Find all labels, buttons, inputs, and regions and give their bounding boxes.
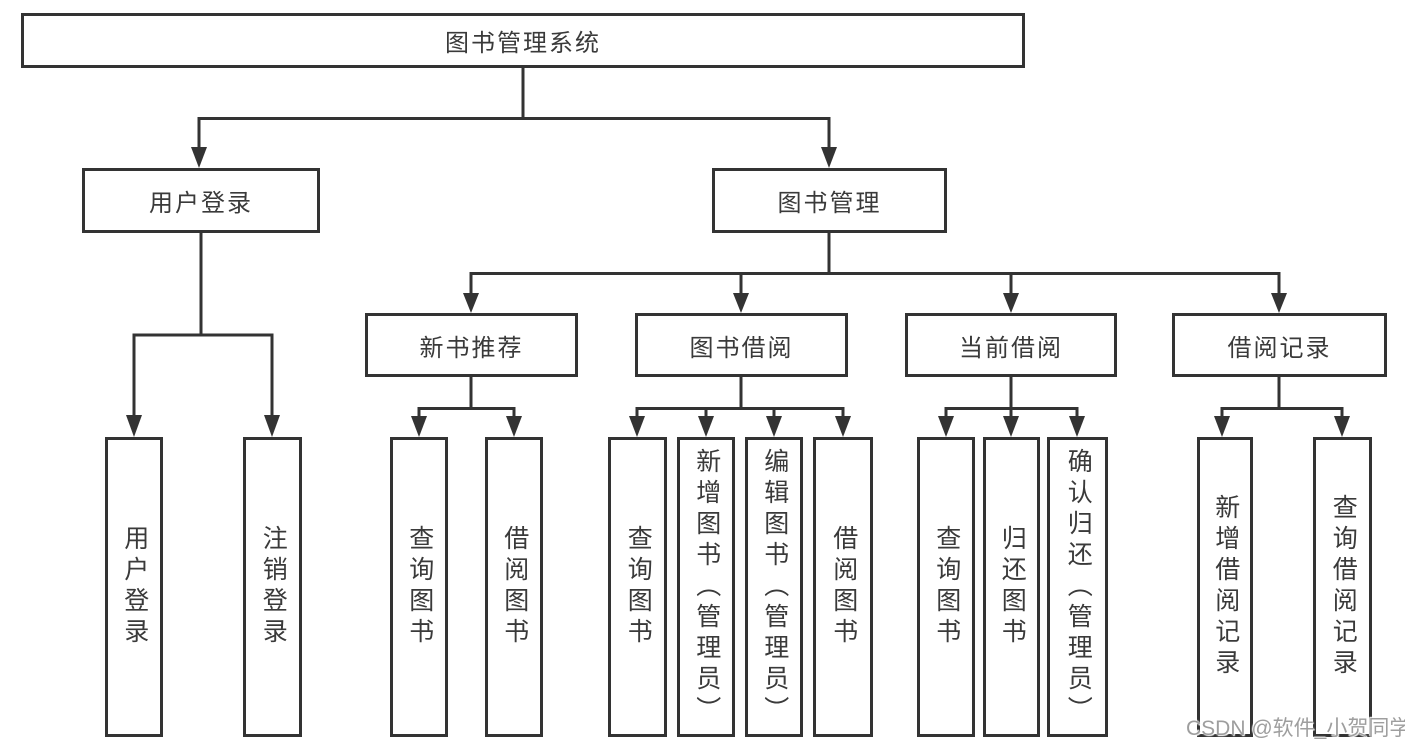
- leaf-query-books-current-label: 查询图书: [932, 525, 961, 649]
- leaf-logout: 注销登录: [243, 437, 302, 737]
- leaf-user-login: 用户登录: [105, 437, 163, 737]
- leaf-add-book-admin: 新增图书（管理员）: [677, 437, 735, 737]
- node-borrowing-records-label: 借阅记录: [1227, 334, 1332, 362]
- leaf-user-login-label: 用户登录: [120, 525, 149, 649]
- node-current-borrowing-label: 当前借阅: [959, 334, 1063, 362]
- node-library-system-label: 图书管理系统: [445, 30, 601, 57]
- leaf-query-books-borrowing-label: 查询图书: [624, 525, 653, 649]
- node-book-borrowing-label: 图书借阅: [689, 334, 794, 362]
- node-book-management: 图书管理: [712, 168, 947, 233]
- leaf-add-borrow-record-label: 新增借阅记录: [1211, 494, 1240, 680]
- node-new-book-recommend-label: 新书推荐: [419, 334, 524, 362]
- leaf-query-books-current: 查询图书: [917, 437, 975, 737]
- arrowheads: [126, 147, 1350, 437]
- leaf-query-books-recommend: 查询图书: [390, 437, 448, 737]
- leaf-borrow-books-borrowing-label: 借阅图书: [829, 525, 858, 649]
- leaf-borrow-books-recommend: 借阅图书: [485, 437, 543, 737]
- leaf-logout-label: 注销登录: [259, 525, 288, 649]
- leaf-query-borrow-record-label: 查询借阅记录: [1329, 494, 1358, 680]
- leaf-return-books: 归还图书: [983, 437, 1040, 737]
- leaf-confirm-return-admin-label: 确认归还（管理员）: [1064, 447, 1093, 727]
- leaf-edit-book-admin-label: 编辑图书（管理员）: [760, 447, 789, 727]
- leaf-add-book-admin-label: 新增图书（管理员）: [692, 447, 721, 727]
- node-library-system: 图书管理系统: [21, 13, 1025, 68]
- node-new-book-recommend: 新书推荐: [365, 313, 578, 377]
- watermark: CSDN @软件_小贺同学: [1186, 717, 1405, 740]
- node-book-management-label: 图书管理: [777, 190, 882, 217]
- leaf-edit-book-admin: 编辑图书（管理员）: [745, 437, 803, 737]
- leaf-query-books-borrowing: 查询图书: [608, 437, 667, 737]
- node-borrowing-records: 借阅记录: [1172, 313, 1387, 377]
- leaf-confirm-return-admin: 确认归还（管理员）: [1047, 437, 1108, 737]
- node-user-login-label: 用户登录: [149, 190, 253, 217]
- leaf-add-borrow-record: 新增借阅记录: [1197, 437, 1253, 737]
- leaf-borrow-books-recommend-label: 借阅图书: [500, 525, 529, 649]
- leaf-query-books-recommend-label: 查询图书: [405, 525, 434, 649]
- node-user-login: 用户登录: [82, 168, 320, 233]
- leaf-borrow-books-borrowing: 借阅图书: [813, 437, 873, 737]
- node-book-borrowing: 图书借阅: [635, 313, 848, 377]
- leaf-query-borrow-record: 查询借阅记录: [1313, 437, 1372, 737]
- node-current-borrowing: 当前借阅: [905, 313, 1117, 377]
- leaf-return-books-label: 归还图书: [998, 525, 1027, 649]
